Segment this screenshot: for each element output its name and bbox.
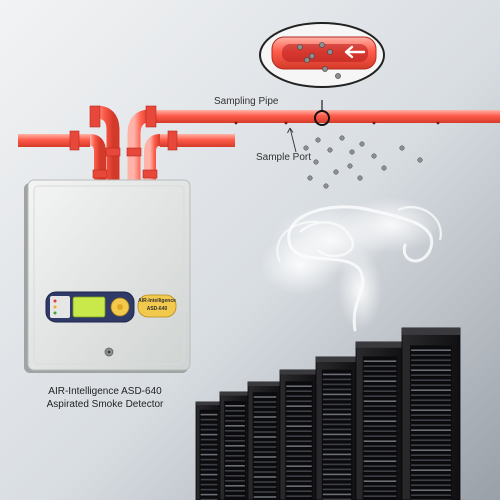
sample-port-holes	[234, 121, 440, 125]
brand-badge	[137, 294, 177, 318]
pipe-zoom-callout	[259, 22, 385, 112]
sample-port-pointer	[289, 127, 297, 153]
badge-model-text: ASD-640	[146, 306, 168, 312]
smoke-particles-zoom	[297, 42, 341, 79]
smoke-particles	[303, 135, 423, 189]
detector-caption-line1: AIR-Intelligence ASD-640	[48, 386, 162, 397]
lcd-display	[72, 296, 106, 318]
sampling-pipe-label: Sampling Pipe	[214, 96, 279, 107]
sample-port-label: Sample Port	[256, 152, 312, 163]
server-racks	[195, 327, 461, 500]
detector-caption: AIR-Intelligence ASD-640 Aspirated Smoke…	[10, 385, 200, 411]
status-leds	[50, 296, 70, 318]
sampling-pipe	[18, 105, 500, 182]
badge-brand-text: AIR-Intelligence	[138, 298, 176, 304]
smoke-plume	[260, 197, 442, 332]
smoke-detector-unit	[24, 179, 191, 373]
sample-port-ring	[314, 110, 330, 126]
airflow-arrow-icon	[344, 45, 366, 59]
detector-caption-line2: Aspirated Smoke Detector	[46, 399, 164, 410]
